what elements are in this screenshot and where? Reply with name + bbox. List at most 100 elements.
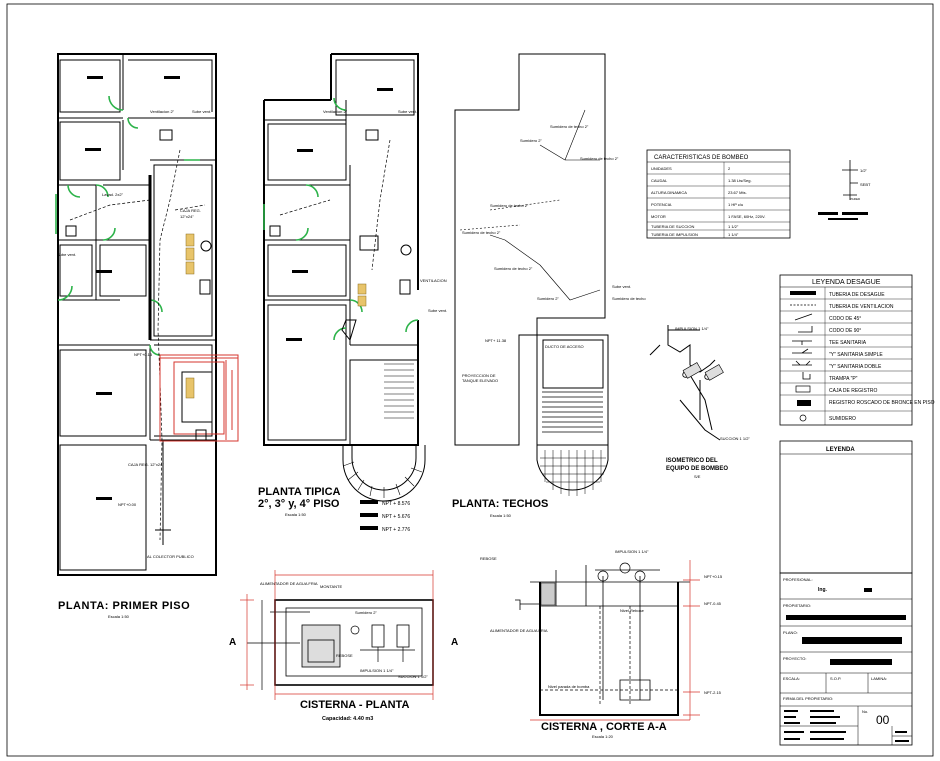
cisterna-capacidad: Capacidad: 4.40 m3	[322, 716, 373, 722]
scale-techos: Escala 1:50	[490, 513, 512, 518]
carac-value-altura: 23.67 Mts.	[728, 190, 747, 195]
svg-text:DUCTO DE ACCESO: DUCTO DE ACCESO	[545, 344, 584, 349]
svg-text:Sube vent.: Sube vent.	[612, 284, 631, 289]
npt-jardin-label: NPT+0.00	[118, 502, 137, 507]
tb-lamina-label: LAMINA:	[871, 676, 887, 681]
leyenda-row-caja-registro: CAJA DE REGISTRO	[829, 388, 877, 394]
svg-text:TANQUE ELEVADO: TANQUE ELEVADO	[462, 378, 498, 383]
caja-registro-label: CAJA REG. 12"x24"	[128, 462, 164, 467]
plan-tipica: Ventilacion 2" Sube vent. VENTILACION Su…	[263, 53, 447, 502]
plan-techos: Sumidero de techo 2" Sumidero 2" Sumider…	[454, 53, 646, 496]
svg-text:Sube vent.: Sube vent.	[57, 252, 76, 257]
cp-sumidero-label: Sumidero 2"	[355, 610, 377, 615]
title-cisterna-planta: CISTERNA - PLANTA	[300, 699, 409, 711]
cp-alimentador-label: ALIMENTADOR DE AGUA FRIA	[260, 581, 318, 586]
svg-text:Lavad. 2x2": Lavad. 2x2"	[102, 192, 124, 197]
carac-label-potencia: POTENCIA	[651, 202, 672, 207]
level-corte-1: NPT+0.15	[704, 574, 723, 579]
corte-rebose-label: REBOSE	[480, 556, 497, 561]
title-techos: PLANTA: TECHOS	[452, 498, 548, 510]
carac-label-unidades: UNIDADES	[651, 166, 672, 171]
title-primer-piso: PLANTA: PRIMER PISO	[58, 600, 190, 612]
tb-plano-label: PLANO:	[783, 630, 798, 635]
tb-leyenda: LEYENDA	[826, 447, 855, 453]
corte-alimentador-label: ALIMENTADOR DE AGUA FRIA	[490, 628, 548, 633]
tb-propietario-label: PROPIETARIO:	[783, 603, 811, 608]
svg-text:Sumidero de techo: Sumidero de techo	[612, 296, 646, 301]
svg-text:1/2": 1/2"	[860, 168, 868, 173]
leyenda-row-trampa: TRAMPA "P"	[829, 376, 858, 382]
svg-text:PARED: PARED	[850, 197, 861, 201]
cisterna-corte: NPT+0.15 NPT-0.45 NPT-2.15 Nivel parada …	[480, 549, 723, 721]
svg-text:Sube vent.: Sube vent.	[428, 308, 447, 313]
svg-text:12"x24": 12"x24"	[180, 214, 194, 219]
carac-label-altura: ALTURA DINAMICA	[651, 190, 687, 195]
caracteristicas-bombeo-table: CARACTERISTICAS DE BOMBEO UNIDADES 2 CAU…	[646, 149, 791, 239]
scale-tipica: Escala 1:50	[285, 512, 307, 517]
tb-no-label: No.	[862, 709, 868, 714]
level-markers-tipica: NPT + 8.576 NPT + 5.676 NPT + 2.776	[360, 500, 410, 533]
carac-label-impulsion: TUBERIA DE IMPULSION	[651, 232, 698, 237]
tb-firma-label: FIRMA DEL PROPIETARIO:	[783, 696, 833, 701]
svg-text:Sube vent.: Sube vent.	[192, 109, 211, 114]
svg-text:NPT+ 11.38: NPT+ 11.38	[485, 338, 507, 343]
svg-text:Sumidero de techo 2": Sumidero de techo 2"	[550, 124, 589, 129]
npt-primer-label: NPT+0.15	[134, 352, 153, 357]
svg-text:Sumidero de techo 2": Sumidero de techo 2"	[462, 230, 501, 235]
leyenda-row-codo-90: CODO DE 90°	[829, 328, 861, 334]
tb-no-value: 00	[876, 713, 890, 727]
caracteristicas-title: CARACTERISTICAS DE BOMBEO	[654, 155, 749, 161]
level-corte-3: NPT-2.15	[704, 690, 722, 695]
scale-primer-piso: Escala 1:50	[108, 614, 130, 619]
detail-symbol: 1/2" SEBT PARED	[818, 160, 871, 220]
tb-proyecto-label: PROYECTO:	[783, 656, 807, 661]
carac-label-motor: MOTOR	[651, 214, 666, 219]
level-tipica-1: NPT + 8.576	[382, 501, 410, 507]
section-mark-right: A	[451, 637, 458, 648]
level-tipica-2: NPT + 5.676	[382, 514, 410, 520]
sheet-border	[6, 3, 934, 757]
iso-impulsion-label: IMPULSION 1 1/4"	[675, 326, 709, 331]
title-cisterna-corte: CISTERNA , CORTE A-A	[541, 721, 667, 733]
svg-text:VENTILACION: VENTILACION	[420, 278, 447, 283]
iso-scale: S/E	[694, 474, 701, 479]
carac-value-succion: 1 1/2"	[728, 224, 739, 229]
carac-value-caudal: 1.38 Lts/Seg.	[728, 178, 752, 183]
carac-value-motor: 1 FASE, 60Hz, 220V.	[728, 214, 765, 219]
cisterna-planta: A A ALIMENTADOR DE AGUA FRIA MONTANTE Su…	[229, 570, 458, 700]
iso-succion-label: SUCCION 1 1/2"	[720, 436, 750, 441]
leyenda-row-y-simple: "Y" SANITARIA SIMPLE	[829, 352, 883, 358]
leyenda-desague-title: LEYENDA DESAGUE	[812, 279, 881, 286]
level-tipica-3: NPT + 2.776	[382, 527, 410, 533]
isometrico-bombeo: IMPULSION 1 1/4" SUCCION 1 1/2" ISOMETRI…	[649, 325, 750, 479]
leyenda-row-tuberia-desague: TUBERIA DE DESAGUE	[829, 292, 885, 298]
svg-text:Sumidero de techo 2": Sumidero de techo 2"	[580, 156, 619, 161]
leyenda-row-ventilacion: TUBERIA DE VENTILACION	[829, 304, 894, 310]
carac-label-caudal: CAUDAL	[651, 178, 668, 183]
corte-nivel-parada: Nivel parada de bomba	[548, 684, 590, 689]
carac-value-unidades: 2	[728, 166, 731, 171]
cp-impulsion-label: IMPULSION 1 1/4"	[360, 668, 394, 673]
cp-rebose-label: REBOSE	[336, 653, 353, 658]
corte-impulsion-label: IMPULSION 1 1/4"	[615, 549, 649, 554]
leyenda-row-sumidero: SUMIDERO	[829, 416, 856, 422]
iso-title-2: EQUIPO DE BOMBEO	[666, 466, 728, 472]
svg-text:Sumidero de techo 2": Sumidero de techo 2"	[494, 266, 533, 271]
leyenda-row-tee: TEE SANITARIA	[829, 340, 867, 346]
cp-montante-label: MONTANTE	[320, 584, 342, 589]
svg-text:Sumidero de techo 2": Sumidero de techo 2"	[490, 203, 529, 208]
carac-value-impulsion: 1 1/4"	[728, 232, 739, 237]
title-tipica-line1: PLANTA TIPICA	[258, 486, 341, 498]
plan-primer-piso: Ventilacion 2" Sube vent. Lavad. 2x2" CA…	[55, 53, 239, 576]
svg-text:Sumidero 2": Sumidero 2"	[537, 296, 559, 301]
tb-profesional-value: Ing.	[818, 587, 827, 593]
leyenda-row-y-doble: "Y" SANITARIA DOBLE	[829, 364, 882, 370]
svg-text:PROYECCION DE: PROYECCION DE	[462, 373, 496, 378]
svg-text:Ventilacion 2": Ventilacion 2"	[323, 109, 348, 114]
corte-nivel-rebose: Nivel Rebose	[620, 608, 645, 613]
svg-text:SEBT: SEBT	[860, 182, 871, 187]
al-colector-label: AL COLECTOR PUBLICO	[147, 554, 194, 559]
tb-escala-label: ESCALA:	[783, 676, 800, 681]
carac-label-succion: TUBERIA DE SUCCION	[651, 224, 694, 229]
